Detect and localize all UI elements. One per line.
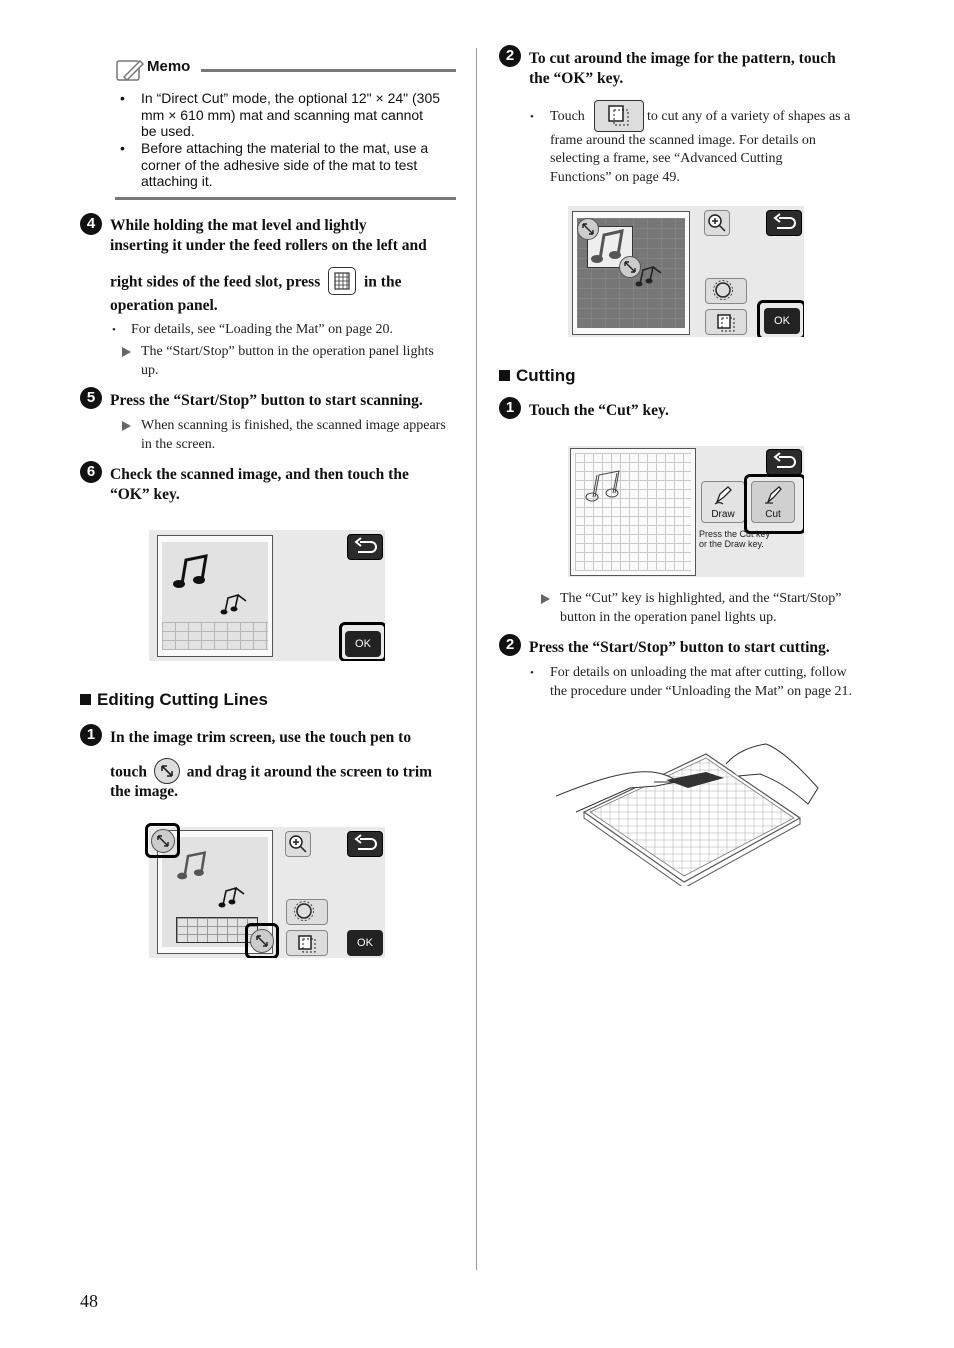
back-arrow-icon — [354, 834, 377, 850]
music-notes-outline-icon — [585, 470, 620, 502]
step-4-result: The “Start/Stop” button in the operation… — [141, 344, 434, 378]
back-button[interactable] — [347, 534, 383, 560]
step-number: 5 — [80, 387, 102, 409]
result-arrow-icon — [122, 421, 131, 431]
back-button[interactable] — [347, 831, 383, 857]
back-arrow-icon — [773, 213, 796, 229]
square-bullet-icon — [80, 694, 91, 705]
blade-icon — [765, 486, 782, 505]
step-4-title: While holding the mat level and lightly … — [110, 217, 427, 254]
zoom-in-icon — [708, 214, 726, 232]
square-bullet-icon — [499, 370, 510, 381]
music-notes-small-icon — [635, 265, 662, 287]
memo-title: Memo — [147, 58, 191, 75]
unloading-mat-illustration — [556, 743, 819, 886]
back-arrow-icon — [773, 452, 796, 468]
step-number: 4 — [80, 213, 102, 235]
frame-icon — [298, 935, 316, 953]
ok-button[interactable]: OK — [764, 308, 800, 334]
scanned-image — [162, 542, 268, 650]
step-4-title-end: operation panel. — [110, 297, 218, 314]
step-number: 1 — [499, 397, 521, 419]
step-number: 2 — [499, 634, 521, 656]
outline-button[interactable] — [286, 899, 328, 925]
cutting-step-2-title: Press the “Start/Stop” button to start c… — [529, 639, 830, 656]
trim-handle-bottom[interactable] — [250, 929, 274, 953]
trim-handle-top[interactable] — [151, 829, 175, 853]
resize-arrow-icon — [157, 835, 169, 847]
trim-handle-top[interactable] — [577, 218, 599, 240]
memo-bottom-rule — [115, 197, 456, 200]
cut-highlight — [744, 474, 804, 534]
result-arrow-icon — [541, 594, 550, 604]
pencil-icon — [116, 59, 145, 82]
trim-handle-bottom[interactable] — [619, 256, 641, 278]
music-notes-small-icon — [218, 886, 245, 908]
ok-highlight — [757, 300, 804, 337]
right-step-2-title: To cut around the image for the pattern,… — [529, 50, 836, 87]
outline-button[interactable] — [705, 278, 747, 304]
frame-icon — [717, 314, 735, 332]
frame-key-icon — [594, 100, 644, 132]
outline-icon — [713, 280, 733, 300]
outline-icon — [294, 901, 314, 921]
back-button[interactable] — [766, 210, 802, 236]
cut-draw-screen: Draw Cut Press the Cut key or the Draw k… — [568, 446, 804, 577]
handle-highlight-top — [145, 823, 180, 858]
editing-step-1-title-cont: touch and drag it around the screen to t… — [110, 758, 470, 786]
frame-button[interactable] — [705, 309, 747, 335]
step-number: 1 — [80, 724, 102, 746]
scan-preview-screen: OK — [149, 530, 385, 661]
ok-button[interactable]: OK — [345, 631, 381, 657]
mat-grid — [162, 622, 268, 650]
frame-mat — [572, 211, 690, 335]
resize-arrow-icon — [582, 223, 594, 235]
handle-highlight-bottom — [245, 923, 279, 958]
step-6-title: Check the scanned image, and then touch … — [110, 466, 409, 503]
step-4-title-cont: right sides of the feed slot, press in t… — [110, 267, 460, 297]
zoom-in-button[interactable] — [704, 210, 730, 236]
section-cutting: Cutting — [499, 366, 575, 386]
pen-icon — [714, 486, 732, 505]
zoom-in-icon — [289, 835, 307, 853]
draw-button[interactable]: Draw — [701, 481, 745, 523]
resize-arrow-icon — [624, 261, 636, 273]
scan-mat — [157, 535, 273, 657]
cut-button[interactable]: Cut — [751, 481, 795, 523]
frame-button[interactable] — [286, 930, 328, 956]
ok-highlight — [339, 622, 385, 661]
feed-key-icon — [328, 267, 357, 295]
column-divider — [476, 48, 477, 1270]
cutting-step-1-title: Touch the “Cut” key. — [529, 402, 669, 419]
trim-handle-icon — [153, 758, 180, 784]
frame-screen: OK — [568, 206, 804, 337]
cut-mat — [570, 448, 696, 576]
page-number: 48 — [80, 1291, 98, 1311]
zoom-in-button[interactable] — [285, 831, 311, 857]
section-editing-cutting-lines: Editing Cutting Lines — [80, 690, 268, 710]
cut-draw-hint: Press the Cut key or the Draw key. — [699, 529, 771, 549]
back-arrow-icon — [354, 537, 377, 553]
memo-top-rule — [201, 69, 456, 72]
step-5-result: When scanning is finished, the scanned i… — [141, 418, 446, 452]
cutting-step-1-result: The “Cut” key is highlighted, and the “S… — [560, 591, 842, 625]
memo-box: Memo • In “Direct Cut” mode, the optiona… — [112, 58, 456, 202]
music-notes-icon — [591, 229, 624, 263]
trim-screen: OK — [149, 827, 385, 958]
mat-grid — [575, 453, 691, 571]
step-number: 2 — [499, 45, 521, 67]
ok-button[interactable]: OK — [347, 930, 383, 956]
mat-grid — [176, 917, 258, 943]
editing-step-1-title: In the image trim screen, use the touch … — [110, 729, 412, 746]
step-number: 6 — [80, 461, 102, 483]
music-notes-icon — [177, 851, 207, 880]
resize-arrow-icon — [256, 935, 268, 947]
back-button[interactable] — [766, 449, 802, 475]
editing-step-1-title-end: the image. — [110, 783, 179, 800]
step-5-title: Press the “Start/Stop” button to start s… — [110, 392, 423, 409]
music-notes-small-icon — [220, 593, 247, 615]
result-arrow-icon — [122, 347, 131, 357]
music-notes-icon — [173, 554, 208, 588]
